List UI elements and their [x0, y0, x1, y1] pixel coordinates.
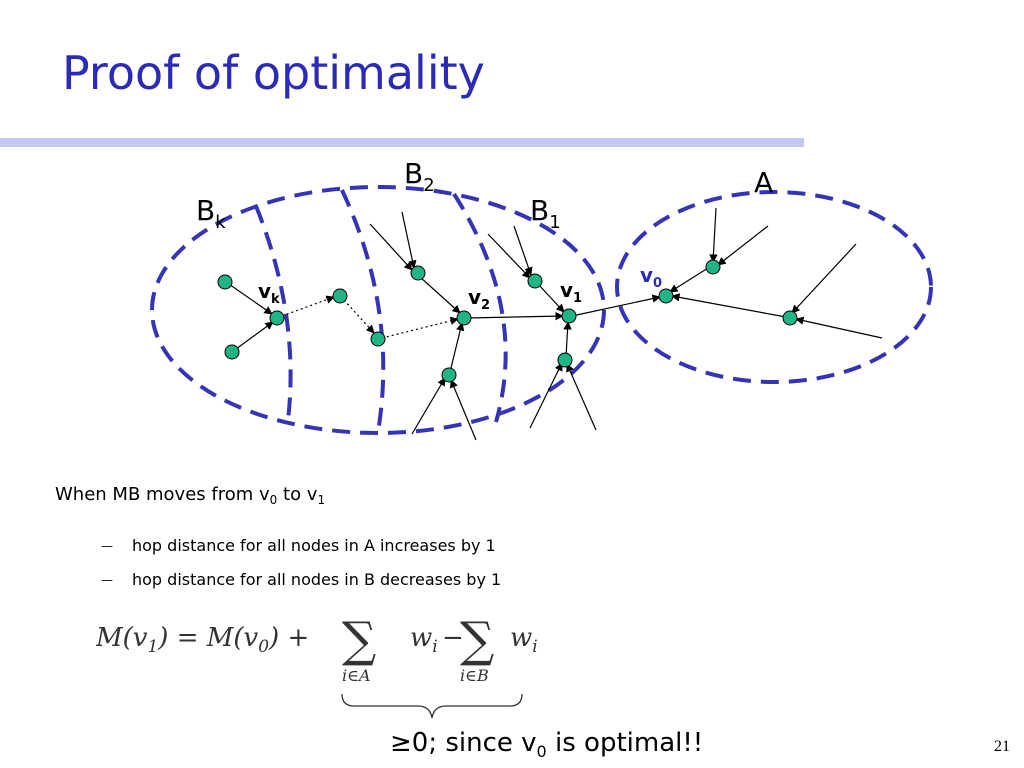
node-v2 [456, 310, 472, 326]
label-region-b1: B1 [530, 194, 561, 233]
node [410, 265, 426, 281]
caption-middle: to v [277, 484, 318, 505]
caption-prefix: When MB moves from v [55, 484, 270, 505]
node [370, 331, 386, 347]
partition-b2-left [340, 189, 386, 433]
formula: M(v1) = M(v0) + ∑ wi − ∑ wi i∈A i∈B [95, 606, 556, 730]
label-v0: v0 [640, 263, 662, 291]
title-underline [0, 138, 804, 147]
underbrace [341, 693, 523, 719]
region-b-ellipse [150, 185, 606, 435]
bullet-item: — hop distance for all nodes in B decrea… [100, 570, 501, 604]
network-diagram: A B2 B1 Bk vk v2 v1 v0 [150, 157, 933, 441]
label-region-a: A [754, 166, 773, 199]
partition-b2-right [452, 192, 508, 423]
caption: When MB moves from v0 to v1 [55, 484, 325, 507]
sum-symbol-b: ∑ [460, 612, 494, 668]
dotted-edges [281, 295, 459, 339]
node [441, 367, 457, 383]
node [705, 259, 721, 275]
edges [225, 207, 883, 441]
node [217, 274, 233, 290]
node-v1 [561, 308, 577, 324]
note-suffix: is optimal!! [546, 728, 704, 758]
label-v2: v2 [468, 285, 490, 313]
node [527, 273, 543, 289]
sum-limit-a: i∈A [342, 666, 371, 685]
optimality-note: ≥0; since v0 is optimal!! [390, 728, 703, 761]
slide-title: Proof of optimality [62, 46, 485, 100]
region-a-ellipse [615, 190, 933, 384]
note-sub: 0 [536, 742, 547, 761]
page-number: 21 [994, 738, 1010, 755]
bullet-list: — hop distance for all nodes in A increa… [100, 536, 501, 604]
node-v0 [658, 288, 674, 304]
bullet-item: — hop distance for all nodes in A increa… [100, 536, 501, 570]
node [224, 344, 240, 360]
bullet-text: hop distance for all nodes in B decrease… [132, 570, 502, 589]
label-region-bk: Bk [196, 194, 226, 233]
bullet-text: hop distance for all nodes in A increase… [132, 536, 496, 555]
sum-symbol-a: ∑ [342, 612, 376, 668]
sum-term-a: wi [410, 623, 438, 657]
sum-limit-b: i∈B [460, 666, 489, 685]
nodes [217, 259, 798, 383]
node-vk [269, 310, 285, 326]
label-region-b2: B2 [404, 157, 435, 196]
node [782, 310, 798, 326]
note-prefix: ≥0; since v [390, 728, 537, 758]
label-vk: vk [258, 279, 280, 307]
bullet-marker: — [101, 573, 113, 587]
formula-lhs: M(v1) = M(v0) + [96, 623, 309, 657]
sum-term-b: wi [510, 623, 538, 657]
node [557, 352, 573, 368]
caption-from-sub: 0 [269, 493, 278, 507]
bullet-marker: — [101, 539, 113, 553]
partition-bk [254, 205, 293, 421]
node [332, 288, 348, 304]
caption-to-sub: 1 [317, 493, 326, 507]
label-v1: v1 [560, 278, 582, 306]
minus-sign: − [442, 623, 464, 653]
